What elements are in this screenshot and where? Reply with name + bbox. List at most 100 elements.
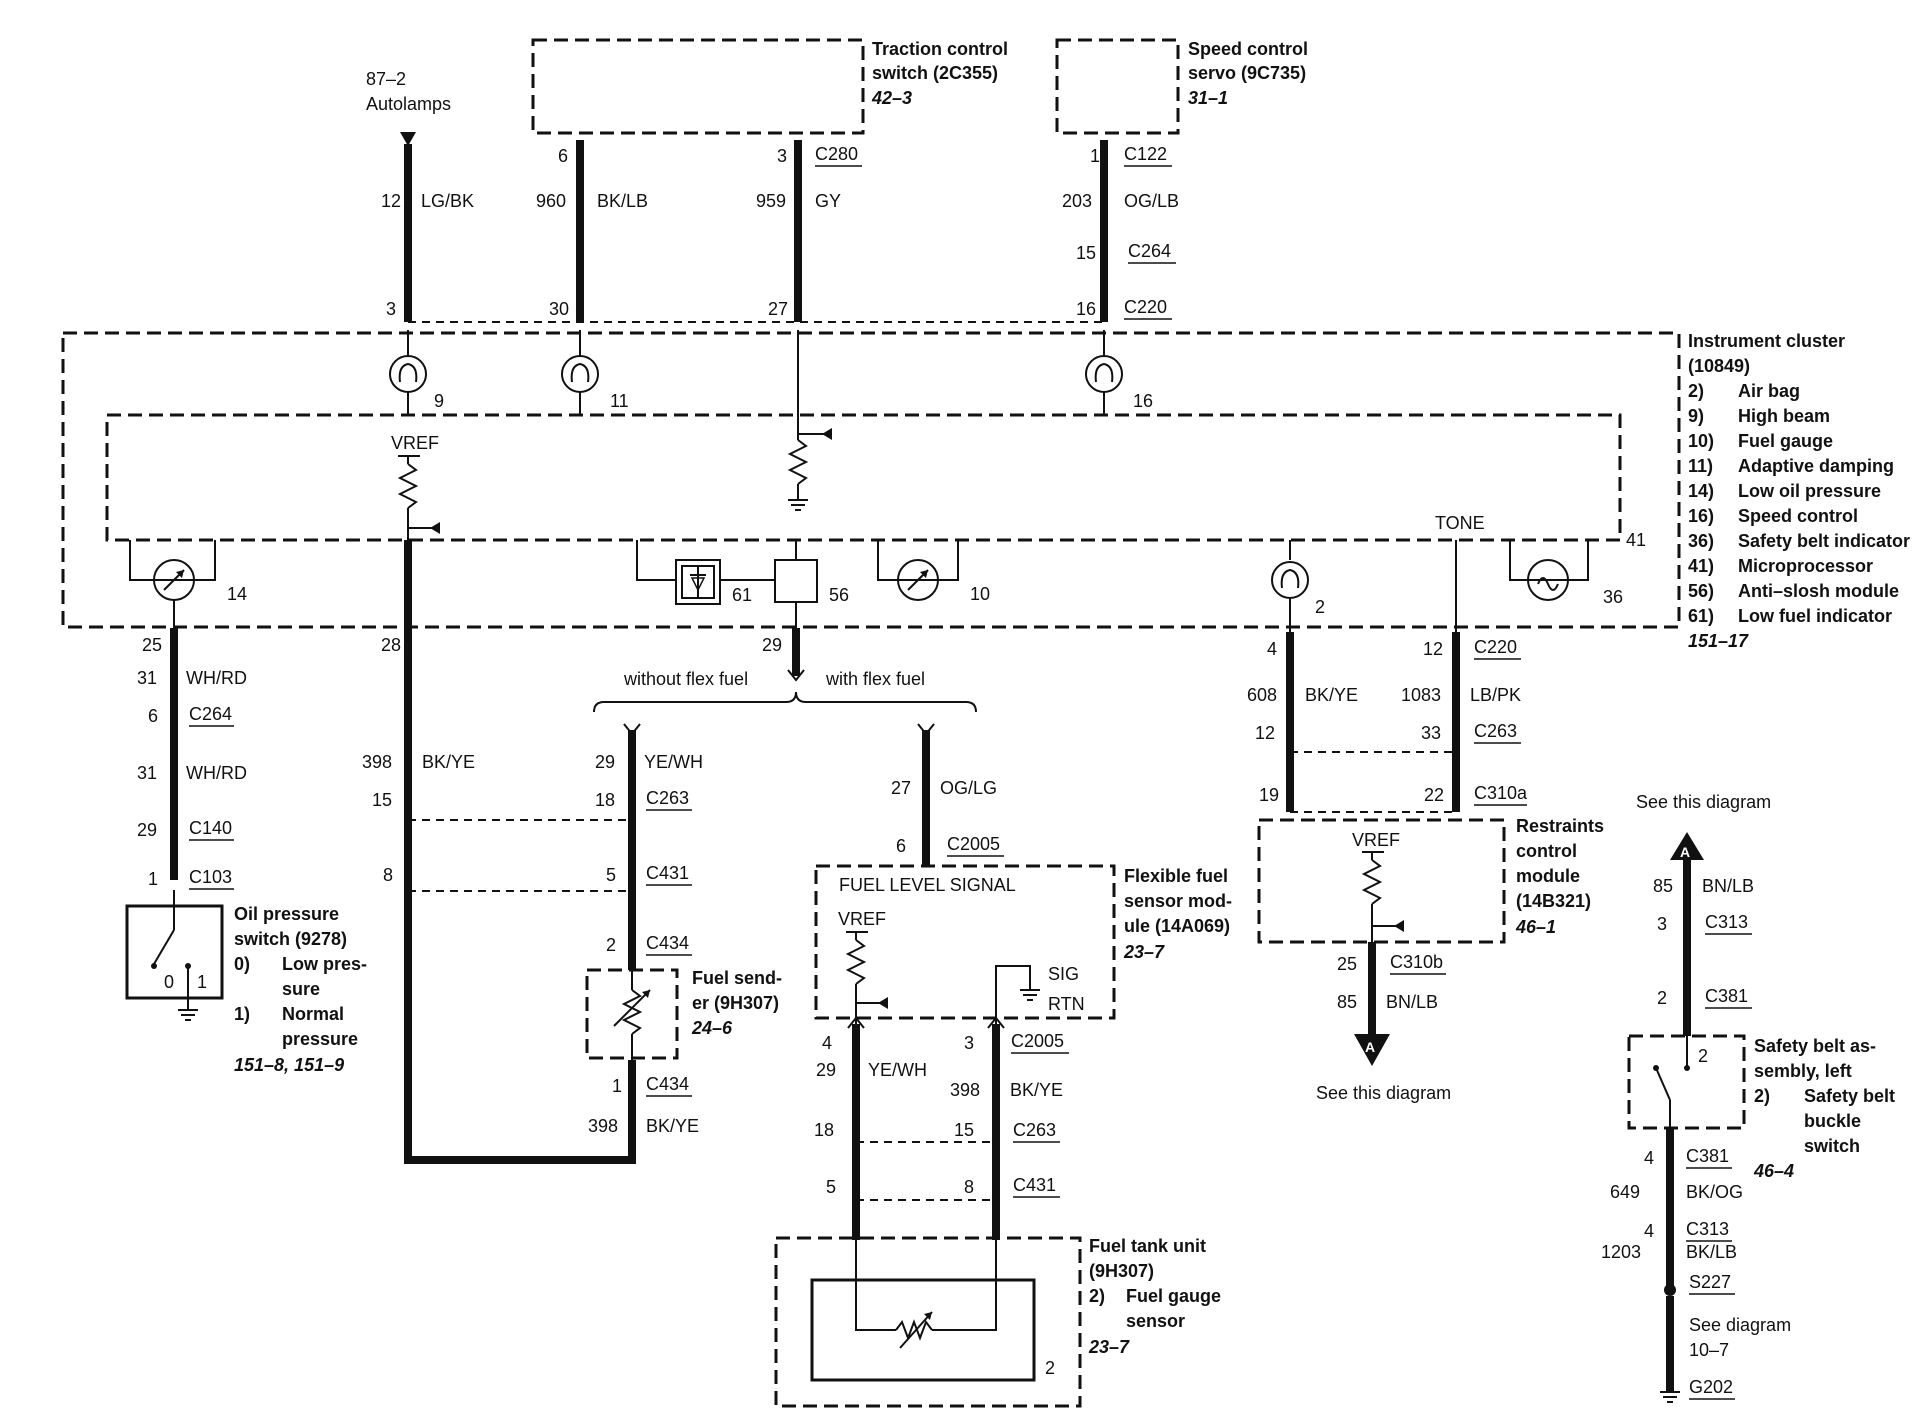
traction-control-switch-box <box>531 38 865 135</box>
diagram-label: 0 <box>164 972 174 992</box>
diagram-label: 29 <box>816 1060 836 1080</box>
color-code: LG/BK <box>421 191 474 211</box>
diagram-label: 12 <box>1255 723 1275 743</box>
low-oil-pressure-gauge-icon <box>129 540 216 628</box>
diagram-label: Restraints <box>1516 816 1604 836</box>
diagram-label: Fuel gauge <box>1126 1286 1221 1306</box>
diagram-label: Safety belt <box>1804 1086 1895 1106</box>
diagram-label: WH/RD <box>186 668 247 688</box>
diagram-label: module <box>1516 866 1580 886</box>
diagram-label: BN/LB <box>1386 992 1438 1012</box>
diagram-label: Speed control <box>1738 506 1858 526</box>
diagram-label: BK/YE <box>1010 1080 1063 1100</box>
diagram-label: Anti–slosh module <box>1738 581 1899 601</box>
diagram-label: C313 <box>1705 912 1748 932</box>
diagram-label: Safety belt indicator <box>1738 531 1910 551</box>
pin: 61 <box>732 585 752 605</box>
diagram-label: 24–6 <box>691 1018 733 1038</box>
pin: 12 <box>381 191 401 211</box>
diagram-label: 398 <box>362 752 392 772</box>
diagram-label: 15 <box>372 790 392 810</box>
cluster-ref: 151–17 <box>1688 631 1749 651</box>
diagram-label: C310b <box>1390 952 1443 972</box>
diagram-label: C431 <box>1013 1175 1056 1195</box>
diagram-label: Safety belt as- <box>1754 1036 1876 1056</box>
diagram-label: 4 <box>1267 639 1277 659</box>
diagram-label: Fuel send- <box>692 968 782 988</box>
fuel-gauge-sensor-box <box>810 1278 1036 1382</box>
diagram-label: 25 <box>142 635 162 655</box>
diagram-label: C263 <box>1013 1120 1056 1140</box>
diagram-label: 14) <box>1688 481 1714 501</box>
diagram-label: Microprocessor <box>1738 556 1873 576</box>
diagram-label: S227 <box>1689 1272 1731 1292</box>
speed-control-bulb-icon <box>1085 330 1123 415</box>
color-code: BK/LB <box>597 191 648 211</box>
flex-vref-resistor-icon <box>845 931 888 1024</box>
diagram-label: 1 <box>148 869 158 889</box>
diagram-label: C2005 <box>1011 1031 1064 1051</box>
diagram-label: with flex fuel <box>825 669 925 689</box>
diagram-label: LB/PK <box>1470 685 1521 705</box>
diagram-label: 27 <box>891 778 911 798</box>
traction-ref: 42–3 <box>871 88 912 108</box>
diagram-label: C2005 <box>947 834 1000 854</box>
circuit-num: 959 <box>756 191 786 211</box>
speed-title-1: Speed control <box>1188 39 1308 59</box>
diagram-label: 16) <box>1688 506 1714 526</box>
fuel-sender-rheostat-icon <box>613 960 651 1060</box>
pin: 11 <box>610 391 629 411</box>
autolamps-ref: 87–2 <box>366 69 406 89</box>
diagram-label: Adaptive damping <box>1738 456 1894 476</box>
diagram-label: 25 <box>1337 954 1357 974</box>
anti-slosh-module-icon <box>774 540 818 630</box>
offpage-connector-a-icon: A <box>1354 1034 1390 1066</box>
pin: 6 <box>558 146 568 166</box>
speed-control-servo-box <box>1055 38 1180 135</box>
diagram-label: 2) <box>1089 1286 1105 1306</box>
tone-label: TONE <box>1435 513 1485 533</box>
diagram-label: 85 <box>1337 992 1357 1012</box>
diagram-label: Low pres- <box>282 954 367 974</box>
diagram-label: 398 <box>950 1080 980 1100</box>
pin: 16 <box>1133 391 1153 411</box>
diagram-label: 31 <box>137 763 157 783</box>
diagram-label: C220 <box>1474 637 1517 657</box>
diagram-label: 46–4 <box>1753 1161 1794 1181</box>
diagram-label: C381 <box>1705 986 1748 1006</box>
diagram-label: 19 <box>1259 785 1279 805</box>
vref-resistor-icon <box>397 455 440 540</box>
speed-ref: 31–1 <box>1188 88 1228 108</box>
diagram-label: 4 <box>1644 1148 1654 1168</box>
pin: 9 <box>434 391 444 411</box>
pin: 16 <box>1076 299 1096 319</box>
diagram-label: C140 <box>189 818 232 838</box>
diagram-label: YE/WH <box>644 752 703 772</box>
diagram-label: Low fuel indicator <box>1738 606 1892 626</box>
adaptive-damping-bulb-icon <box>561 330 599 415</box>
cluster-legend: 2)Air bag 9)High beam 10)Fuel gauge 11)A… <box>1688 381 1910 626</box>
diagram-label: C431 <box>646 863 689 883</box>
diagram-label: 1 <box>612 1076 622 1096</box>
connector-c280: C280 <box>815 144 858 164</box>
safety-belt-indicator-icon <box>1509 540 1589 601</box>
diagram-label: 5 <box>826 1177 836 1197</box>
diagram-label: Low oil pressure <box>1738 481 1881 501</box>
diagram-label: RTN <box>1048 994 1085 1014</box>
diagram-label: 11) <box>1688 456 1713 476</box>
pin: 56 <box>829 585 849 605</box>
diagram-label: buckle <box>1804 1111 1861 1131</box>
diagram-label: Fuel gauge <box>1738 431 1833 451</box>
diagram-label: Normal <box>282 1004 344 1024</box>
pin: 36 <box>1603 587 1623 607</box>
diagram-label: 29 <box>595 752 615 772</box>
diagram-label: 5 <box>606 865 616 885</box>
diagram-label: Fuel tank unit <box>1089 1236 1206 1256</box>
diagram-label: 0) <box>234 954 250 974</box>
diagram-label: See this diagram <box>1636 792 1771 812</box>
diagram-label: (14B321) <box>1516 891 1591 911</box>
diagram-label: 6 <box>896 836 906 856</box>
rcm-vref-resistor-icon <box>1361 851 1404 942</box>
diagram-label: 33 <box>1421 723 1441 743</box>
instrument-cluster-box <box>61 331 1681 629</box>
